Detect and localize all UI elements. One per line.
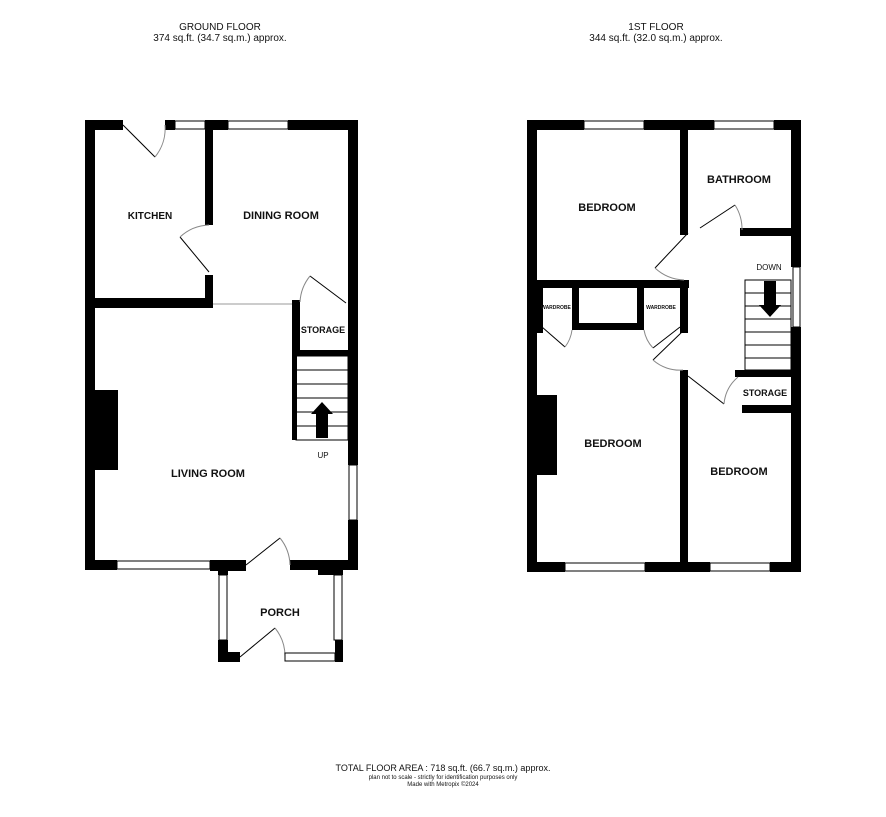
room-label-bedroom-3: BEDROOM (710, 466, 767, 478)
room-label-wardrobe-1: WARDROBE (541, 305, 571, 311)
first-floor-title: 1ST FLOOR (628, 22, 684, 33)
ground-floor-plan (85, 120, 358, 662)
total-floor-area: TOTAL FLOOR AREA : 718 sq.ft. (66.7 sq.m… (335, 763, 551, 773)
stairs-down-label: DOWN (756, 263, 782, 272)
credit: Made with Metropix ©2024 (407, 782, 479, 788)
room-label-bedroom-2: BEDROOM (584, 438, 641, 450)
ground-floor-header: GROUND FLOOR 374 sq.ft. (34.7 sq.m.) app… (120, 22, 320, 44)
first-floor-header: 1ST FLOOR 344 sq.ft. (32.0 sq.m.) approx… (556, 22, 756, 44)
ground-floor-title: GROUND FLOOR (179, 22, 261, 33)
room-label-living-room: LIVING ROOM (171, 468, 245, 480)
room-label-kitchen: KITCHEN (128, 211, 172, 222)
room-label-bedroom-1: BEDROOM (578, 202, 635, 214)
disclaimer: plan not to scale - strictly for identif… (368, 775, 518, 781)
room-label-porch: PORCH (260, 607, 300, 619)
room-label-dining-room: DINING ROOM (243, 210, 319, 222)
room-label-storage: STORAGE (301, 325, 345, 335)
room-label-storage-1st: STORAGE (743, 388, 787, 398)
first-floor-plan (527, 120, 801, 572)
first-floor-area: 344 sq.ft. (32.0 sq.m.) approx. (589, 33, 723, 44)
ground-floor-area: 374 sq.ft. (34.7 sq.m.) approx. (153, 33, 287, 44)
stairs-up-label: UP (317, 451, 328, 460)
room-label-wardrobe-2: WARDROBE (646, 305, 676, 311)
room-label-bathroom: BATHROOM (707, 174, 771, 186)
